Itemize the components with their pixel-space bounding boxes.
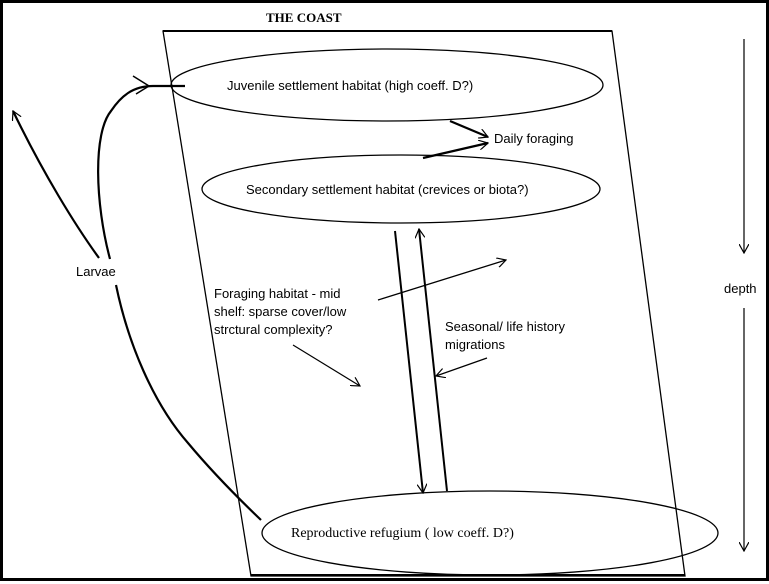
larvae-dispersal-arrow-offshore [13,111,100,259]
seasonal-migrations-label-line2: migrations [445,337,505,352]
daily-foraging-label: Daily foraging [494,131,574,146]
depth-label: depth [724,281,757,296]
reproductive-refugium-ellipse [261,490,719,576]
foraging-habitat-label-line3: strctural complexity? [214,322,333,337]
secondary-habitat-ellipse [201,154,601,224]
reproductive-refugium-label: Reproductive refugium ( low coeff. D?) [291,526,514,541]
juvenile-habitat-label: Juvenile settlement habitat (high coeff.… [227,78,474,93]
foraging-pointer-arrow-down [292,344,360,386]
seasonal-pointer-arrow [436,357,488,376]
larvae-settlement-arrowhead [132,75,151,95]
secondary-habitat-label: Secondary settlement habitat (crevices o… [246,182,529,197]
daily-foraging-arrow-return [422,143,488,160]
larvae-source-curve [114,284,262,521]
foraging-habitat-label-line1: Foraging habitat - mid [214,286,341,301]
seasonal-migrations-label-line1: Seasonal/ life history [445,319,565,334]
diagram-svg [3,30,769,577]
migration-down-arrow [394,230,423,493]
coast-title: THE COAST [266,10,342,25]
larvae-settlement-arrow [97,84,185,260]
larvae-label: Larvae [76,264,116,279]
foraging-habitat-label-line2: shelf: sparse cover/low [214,304,347,319]
daily-foraging-arrow-out [449,119,488,137]
foraging-pointer-arrow-up [377,260,506,301]
migration-up-arrow [419,229,448,492]
